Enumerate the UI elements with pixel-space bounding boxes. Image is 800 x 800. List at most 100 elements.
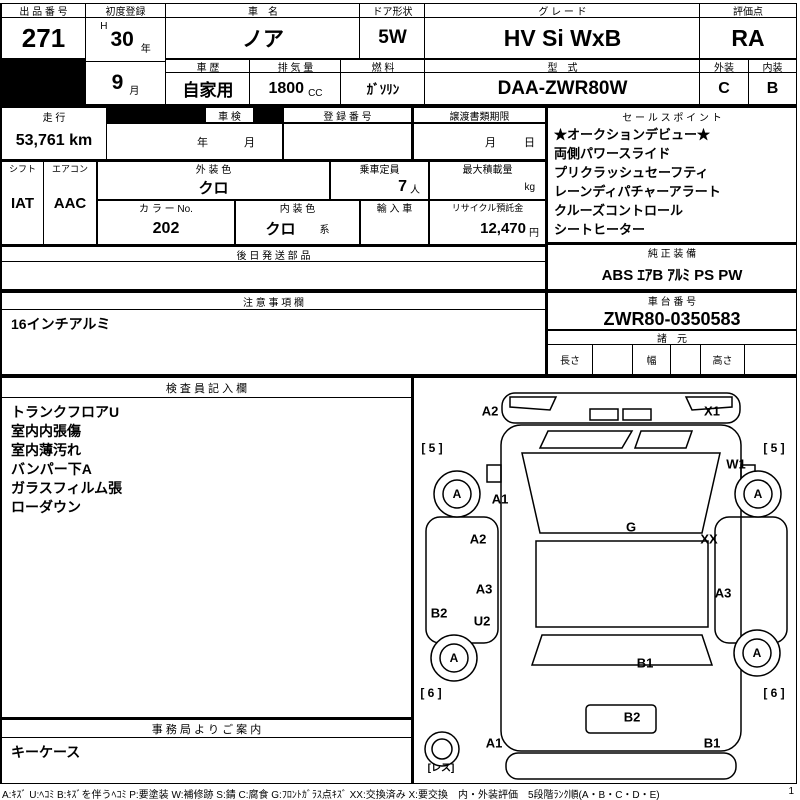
door-shape-value: 5W: [378, 27, 407, 48]
lot-number-cell: 出 品 番 号 271: [1, 3, 86, 59]
genuine-equipment-cell: 純 正 装 備 ABS ｴｱB ｱﾙﾐ PS PW: [546, 243, 797, 290]
damage-diagram: A2 X1 [ 5 ] [ 5 ] W1 A A1 A A2 G XX A3 A…: [412, 375, 797, 784]
car-name-cell: 車 名 ノア: [165, 3, 361, 59]
registration-number-value: [283, 123, 412, 160]
spec-width-value: [671, 345, 701, 374]
inspector-note-item: ローダウン: [11, 499, 81, 515]
recycle-deposit-label: リサイクル預託金: [451, 203, 524, 213]
genuine-equipment-value: ABS ｴｱB ｱﾙﾐ PS PW: [601, 267, 743, 284]
spec-width-label: 幅: [633, 345, 671, 374]
sales-point-item: レーンディパチャーアラート: [554, 184, 721, 199]
mileage-value: 53,761 km: [15, 132, 93, 149]
damage-marker-rear-panel: B2: [623, 709, 641, 725]
inspector-note-item: バンパー下A: [11, 461, 92, 477]
grade-cell: グ レ ー ド HV Si WxB: [424, 3, 701, 59]
interior-color-value: クロ: [265, 221, 296, 238]
damage-marker-left-front-door: A2: [469, 531, 487, 547]
first-registration-year: 30: [110, 27, 134, 51]
grade-value: HV Si WxB: [503, 24, 622, 51]
damage-marker-rear-bumper-right: B1: [703, 735, 721, 751]
inspection-month-unit: 月: [244, 136, 255, 149]
exterior-color-cell: 外 装 色 クロ: [97, 160, 330, 200]
later-parts-cell: 後 日 発 送 部 品: [1, 245, 546, 290]
damage-marker-front-left-wheel: A: [452, 487, 462, 501]
spec-height-label: 高さ: [701, 345, 745, 374]
damage-marker-right-front-pillar: W1: [726, 456, 746, 472]
import-car-value: [361, 214, 428, 243]
specs-cell: 諸 元 長さ 幅 高さ: [546, 330, 797, 375]
recycle-deposit-unit: 円: [529, 228, 539, 239]
exterior-grade-value: C: [718, 79, 730, 97]
score-label: 評価点: [700, 4, 796, 18]
inspector-notes-label: 検 査 員 記 入 欄: [2, 378, 411, 398]
damage-marker-rear-bumper-left: A1: [485, 735, 503, 751]
notes-label: 注 意 事 項 欄: [2, 293, 545, 310]
month-unit: 月: [129, 86, 140, 97]
notes-cell: 注 意 事 項 欄 16インチアルミ: [1, 290, 546, 375]
inspector-note-item: 室内薄汚れ: [11, 442, 81, 458]
deadline-day-unit: 日: [524, 136, 535, 149]
chassis-number-label: 車 台 番 号: [647, 296, 697, 308]
chassis-number-value: ZWR80-0350583: [603, 308, 741, 329]
spare-tire-label: [レス]: [427, 763, 455, 774]
sales-point-item: 両側パワースライド: [554, 146, 671, 161]
sales-points-cell: セ ー ル ス ポ イ ン ト ★オークションデビュー★ 両側パワースライド プ…: [546, 105, 797, 243]
rank-bracket-rear-left: [ 6 ]: [420, 686, 442, 700]
shift-aircon-cell: シフト IAT エアコン AAC: [1, 160, 97, 245]
car-history-cell: 車 歴 自家用: [165, 59, 251, 105]
first-registration-cell: 初度登録 H 30 年 9 月: [85, 3, 166, 105]
color-no-cell: カ ラ ー No. 202: [97, 200, 235, 245]
capacity-cell: 乗車定員 7 人: [330, 160, 429, 200]
sales-point-item: ★オークションデビュー★: [554, 127, 711, 142]
max-load-cell: 最大積載量 kg: [429, 160, 546, 200]
model-code-label: 型 式: [425, 60, 700, 73]
office-info-cell: 事 務 局 よ り ご 案 内 キーケース: [1, 718, 412, 784]
era-letter: H: [100, 21, 108, 32]
fuel-cell: 燃 料 ｶﾞｿﾘﾝ: [340, 59, 426, 105]
score-value: RA: [731, 24, 765, 51]
interior-color-cell: 内 装 色 クロ 系: [235, 200, 360, 245]
aircon-value: AAC: [53, 195, 87, 212]
spec-height-value: [745, 345, 796, 374]
max-load-label: 最大積載量: [462, 165, 513, 175]
wheels: [424, 470, 782, 767]
later-parts-value: [2, 262, 545, 289]
aircon-label: エアコン: [51, 164, 88, 174]
damage-marker-left-slide-door: A3: [475, 581, 493, 597]
sales-point-item: クルーズコントロール: [554, 203, 683, 218]
office-info-item: キーケース: [11, 744, 81, 760]
inspection-cell: 車 検: [205, 105, 254, 123]
recycle-deposit-cell: リサイクル預託金 12,470 円: [429, 200, 546, 245]
rank-bracket-rear-right: [ 6 ]: [763, 686, 785, 700]
damage-marker-left-quarter: U2: [473, 613, 491, 629]
inspection-date-value: 年 月: [106, 123, 283, 160]
car-name-label: 車 名: [166, 4, 360, 18]
mileage-cell: 走 行 53,761 km: [1, 105, 107, 160]
filler-black-cell: [106, 105, 205, 123]
fuel-value: ｶﾞｿﾘﾝ: [366, 82, 400, 97]
color-no-value: 202: [152, 219, 180, 237]
sales-points-label: セ ー ル ス ポ イ ン ト: [622, 113, 722, 124]
office-info-label: 事 務 局 よ り ご 案 内: [2, 720, 411, 738]
grade-label: グ レ ー ド: [425, 4, 700, 18]
lot-number-value: 271: [21, 22, 66, 53]
genuine-equipment-label: 純 正 装 備: [647, 249, 697, 260]
interior-color-label: 内 装 色: [279, 204, 316, 214]
inspector-notes-cell: 検 査 員 記 入 欄 トランクフロアU 室内内張傷 室内薄汚れ バンパー下A …: [1, 375, 412, 718]
first-registration-month: 9: [111, 71, 124, 94]
exterior-interior-grade-cell: 外装 C 内装 B: [699, 59, 797, 105]
rank-bracket-front-left: [ 5 ]: [421, 441, 443, 455]
recycle-deposit-value: 12,470: [480, 220, 526, 237]
damage-marker-left-rocker: B2: [430, 605, 448, 621]
car-history-label: 車 歴: [166, 60, 250, 73]
max-load-unit: kg: [524, 181, 535, 193]
car-history-value: 自家用: [182, 81, 234, 100]
damage-marker-windshield: G: [625, 519, 637, 535]
color-no-label: カ ラ ー No.: [139, 204, 193, 214]
damage-marker-right-front-door: XX: [700, 531, 718, 547]
transfer-deadline-label: 譲渡書類期限: [449, 111, 510, 123]
damage-marker-right-slide-door: A3: [714, 585, 732, 601]
car-name-value: ノア: [242, 28, 284, 51]
interior-grade-value: B: [766, 79, 779, 97]
